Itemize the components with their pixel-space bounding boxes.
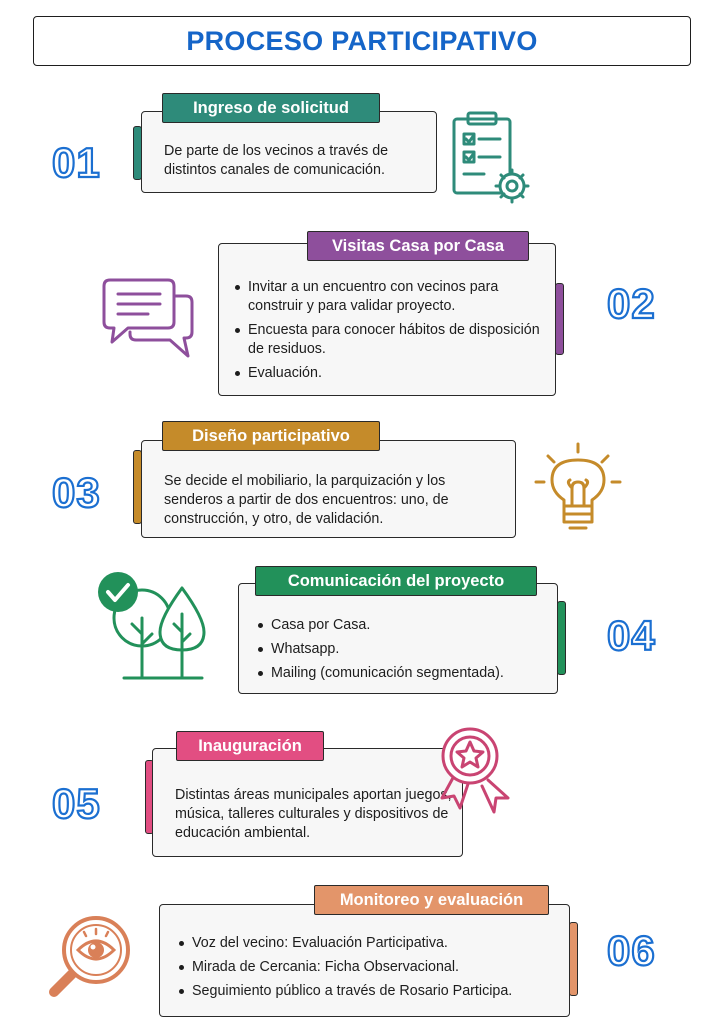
step-list-06: Voz del vecino: Evaluación Participativa… — [178, 934, 559, 1001]
step-label-05: Inauguración — [176, 731, 324, 761]
list-item: Casa por Casa. — [257, 616, 547, 635]
step-list-02: Invitar a un encuentro con vecinos para … — [234, 278, 543, 383]
page-title: PROCESO PARTICIPATIVO — [186, 25, 538, 56]
trees-check-icon — [98, 572, 206, 680]
list-item: Seguimiento público a través de Rosario … — [178, 982, 559, 1001]
clipboard-gear-icon — [452, 111, 530, 204]
lightbulb-icon — [534, 442, 622, 530]
chat-bubbles-icon — [102, 278, 194, 358]
magnifier-eye-icon — [49, 916, 130, 997]
step-card-06: Voz del vecino: Evaluación Participativa… — [159, 904, 570, 1017]
award-ribbon-icon — [440, 727, 510, 814]
list-item: Encuesta para conocer hábitos de disposi… — [234, 321, 543, 359]
step-label-01: Ingreso de solicitud — [162, 93, 380, 123]
step-number-06: 06 — [606, 927, 656, 974]
step-card-03: Se decide el mobiliario, la parquización… — [141, 440, 516, 538]
list-item: Whatsapp. — [257, 640, 547, 659]
step-number-03: 03 — [51, 469, 101, 516]
step-text-05: Distintas áreas municipales aportan jueg… — [175, 787, 452, 841]
step-accent-04 — [557, 601, 566, 675]
step-label-06: Monitoreo y evaluación — [314, 885, 549, 915]
step-number-02: 02 — [606, 280, 656, 327]
list-item: Mirada de Cercania: Ficha Observacional. — [178, 958, 559, 977]
step-accent-06 — [569, 922, 578, 996]
step-card-04: Casa por Casa. Whatsapp. Mailing (comuni… — [238, 583, 558, 694]
step-text-03: Se decide el mobiliario, la parquización… — [164, 473, 449, 527]
step-accent-02 — [555, 283, 564, 355]
step-number-04: 04 — [606, 612, 656, 659]
list-item: Voz del vecino: Evaluación Participativa… — [178, 934, 559, 953]
list-item: Mailing (comunicación segmentada). — [257, 664, 547, 683]
step-label-03: Diseño participativo — [162, 421, 380, 451]
step-text-01: De parte de los vecinos a través de dist… — [164, 143, 389, 178]
step-card-02: Invitar a un encuentro con vecinos para … — [218, 243, 556, 396]
list-item: Invitar a un encuentro con vecinos para … — [234, 278, 543, 316]
step-label-04: Comunicación del proyecto — [255, 566, 537, 596]
title-box: PROCESO PARTICIPATIVO — [33, 16, 691, 66]
step-number-05: 05 — [51, 780, 101, 827]
list-item: Evaluación. — [234, 364, 543, 383]
step-label-02: Visitas Casa por Casa — [307, 231, 529, 261]
step-card-05: Distintas áreas municipales aportan jueg… — [152, 748, 463, 857]
step-number-01: 01 — [51, 139, 101, 186]
step-card-01: De parte de los vecinos a través de dist… — [141, 111, 437, 193]
step-list-04: Casa por Casa. Whatsapp. Mailing (comuni… — [257, 616, 547, 683]
